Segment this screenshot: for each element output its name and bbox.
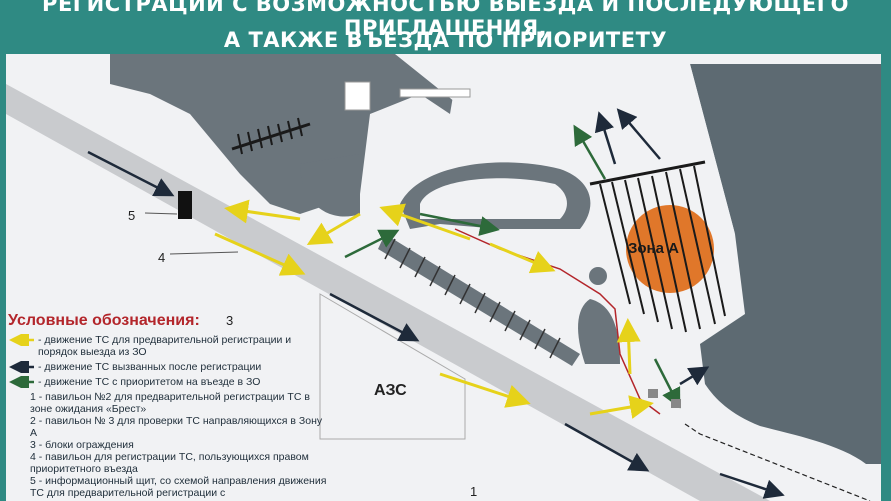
board-header: РЕГИСТРАЦИИ С ВОЗМОЖНОСТЬЮ ВЫЕЗДА И ПОСЛ… xyxy=(0,0,891,58)
parking-stripes-left xyxy=(231,117,311,155)
header-line-2: А ТАКЖЕ ВЪЕЗДА ПО ПРИОРИТЕТУ xyxy=(223,28,668,52)
white-bar xyxy=(399,88,471,98)
legend-row-green: - движение ТС с приоритетом на въезде в … xyxy=(8,376,328,388)
green-arrows xyxy=(344,124,681,409)
legend-item-5: 5 - информационный щит, со схемой направ… xyxy=(30,475,327,499)
main-road xyxy=(6,84,770,501)
legend-text-navy: - движение ТС вызванных после регистраци… xyxy=(38,361,262,373)
legend-item-2: 2 - павильон № 3 для проверки ТС направл… xyxy=(30,415,323,439)
legend-text-yellow: - движение ТС для предварительной регист… xyxy=(38,334,292,358)
dark-area-right xyxy=(690,64,881,464)
legend-row-navy: - движение ТС вызванных после регистраци… xyxy=(8,361,328,373)
navy-arrows xyxy=(87,108,785,499)
pavilion-2 xyxy=(671,399,681,408)
marker-4: 4 xyxy=(158,250,166,265)
dashed-boundary xyxy=(684,423,871,501)
legend-text-green: - движение ТС с приоритетом на въезде в … xyxy=(38,376,261,388)
marker-1: 1 xyxy=(470,484,478,499)
white-kiosk xyxy=(344,81,371,111)
parking-stripes-zone xyxy=(589,160,726,333)
yellow-arrow-icon xyxy=(8,334,38,346)
zone-a-circle xyxy=(626,205,714,293)
leader-4 xyxy=(169,251,239,255)
zone-a-label: Зона А xyxy=(628,240,679,257)
dark-block-small xyxy=(300,154,360,217)
pavilion-1 xyxy=(648,389,658,398)
legend-item-1: 1 - павильон №2 для предварительной реги… xyxy=(30,391,310,415)
legend: Условные обозначения: - движение ТС для … xyxy=(8,312,328,499)
legend-row-yellow: - движение ТС для предварительной регист… xyxy=(8,334,328,358)
median-stripes xyxy=(384,238,561,359)
white-area-top xyxy=(395,54,735,234)
site-map xyxy=(0,54,891,501)
green-arrow-icon xyxy=(8,376,38,388)
navy-arrow-icon xyxy=(8,361,38,373)
marker-3: 3 xyxy=(226,313,234,328)
azs-area xyxy=(319,293,466,440)
median-block xyxy=(378,234,580,366)
dark-island xyxy=(578,299,620,364)
leader-5 xyxy=(144,212,178,215)
oval-building-inner xyxy=(420,178,567,219)
yellow-arrows xyxy=(214,199,654,419)
round-post xyxy=(589,267,607,285)
legend-title: Условные обозначения: xyxy=(8,312,200,329)
marker-5: 5 xyxy=(128,208,136,223)
site-map-drawing xyxy=(6,54,881,501)
dark-building-top xyxy=(110,54,460,214)
info-board-5 xyxy=(178,191,192,219)
legend-item-4: 4 - павильон для регистрации ТС, пользую… xyxy=(30,451,309,475)
legend-item-3: 3 - блоки ограждения xyxy=(30,439,134,451)
azs-label: АЗС xyxy=(374,382,407,399)
header-line-1: РЕГИСТРАЦИИ С ВОЗМОЖНОСТЬЮ ВЫЕЗДА И ПОСЛ… xyxy=(42,0,849,40)
